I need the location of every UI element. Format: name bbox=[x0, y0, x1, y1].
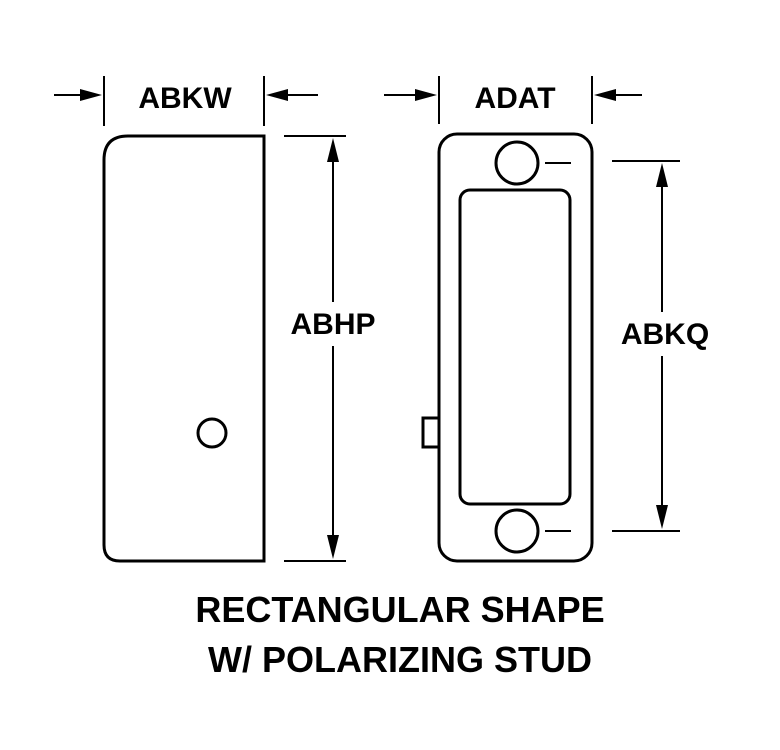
dimension-abhp: ABHP bbox=[284, 135, 376, 562]
mounting-hole-top bbox=[494, 140, 540, 186]
arrow-up-icon bbox=[327, 138, 339, 162]
arrow-down-icon bbox=[656, 505, 668, 529]
dimension-abkw: ABKW bbox=[54, 76, 318, 126]
arrow-up-icon bbox=[656, 163, 668, 187]
caption-line-2: W/ POLARIZING STUD bbox=[208, 639, 592, 680]
dimension-abkq: ABKQ bbox=[612, 160, 709, 532]
dimension-label-abhp: ABHP bbox=[290, 308, 375, 341]
contact-cavity bbox=[458, 188, 572, 506]
polarizing-stud bbox=[421, 416, 441, 449]
dimension-label-adat: ADAT bbox=[474, 82, 555, 115]
side-view-body bbox=[102, 134, 266, 563]
mounting-hole-bottom bbox=[494, 508, 540, 554]
arrow-left-icon bbox=[594, 89, 616, 101]
polarizing-stud-circle bbox=[196, 417, 228, 449]
caption-line-1: RECTANGULAR SHAPE bbox=[195, 589, 604, 630]
dimension-adat: ADAT bbox=[384, 76, 642, 124]
dimension-label-abkq: ABKQ bbox=[621, 318, 709, 351]
arrow-left-icon bbox=[266, 89, 288, 101]
dimension-label-abkw: ABKW bbox=[138, 82, 232, 115]
front-view bbox=[421, 132, 594, 563]
arrow-down-icon bbox=[327, 535, 339, 559]
arrow-right-icon bbox=[415, 89, 437, 101]
arrow-right-icon bbox=[80, 89, 102, 101]
front-view-body bbox=[437, 132, 594, 563]
side-view bbox=[102, 134, 266, 563]
